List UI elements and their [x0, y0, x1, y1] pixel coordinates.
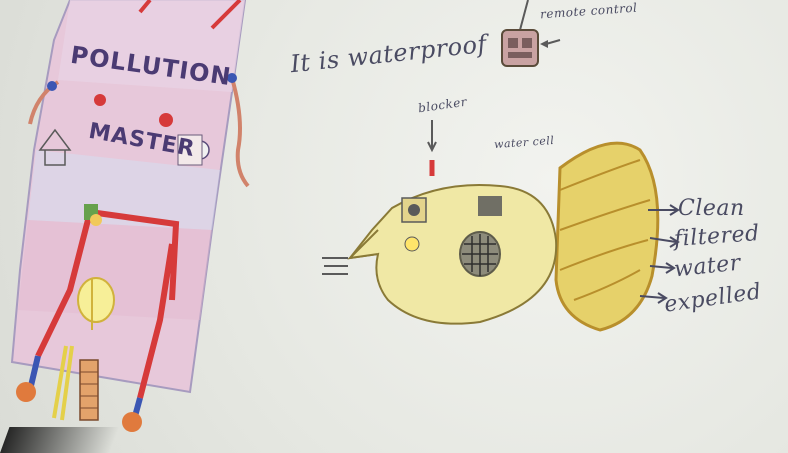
foot-left [16, 382, 36, 402]
edge-shadow [0, 427, 119, 453]
yellow-bulb [90, 214, 102, 226]
fish-filter [322, 120, 678, 330]
eye-right [159, 113, 173, 127]
eye-left [94, 94, 106, 106]
fish-body [350, 185, 556, 324]
spring-leg [80, 360, 98, 420]
output-clean: Clean [678, 196, 745, 221]
lightbulb [78, 278, 114, 322]
arm-right [232, 78, 248, 186]
water-cell [478, 196, 502, 216]
shoulder-left [47, 81, 57, 91]
foot-right [122, 412, 142, 432]
fish-light [405, 237, 419, 251]
